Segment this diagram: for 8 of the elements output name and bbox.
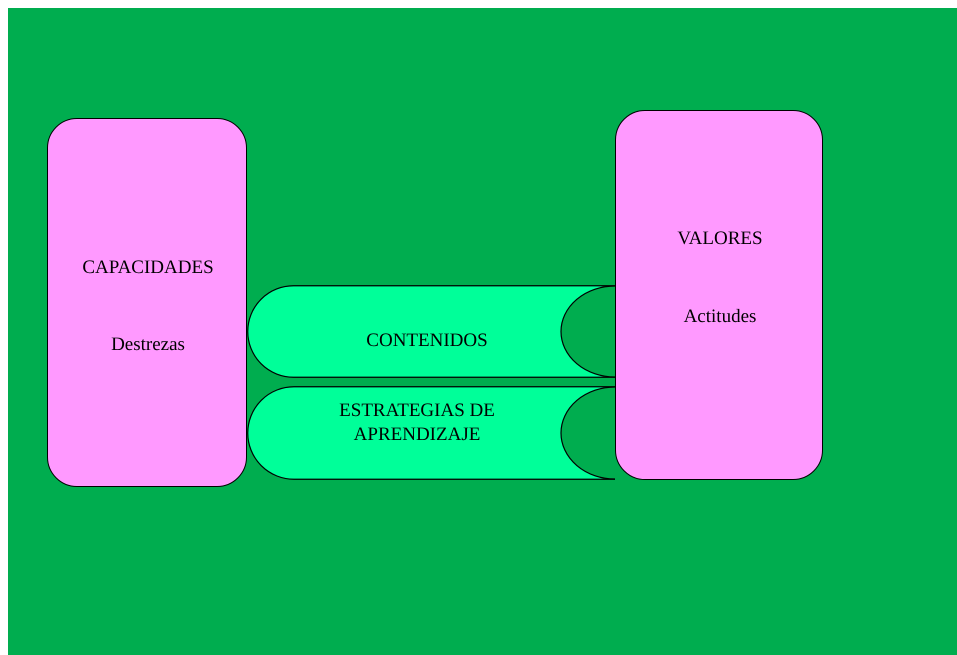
rounded-box bbox=[615, 110, 823, 480]
rounded-box bbox=[47, 118, 247, 487]
node-subtitle: Actitudes bbox=[682, 305, 758, 329]
node-title: VALORES bbox=[676, 227, 764, 251]
node-title: CONTENIDOS bbox=[365, 329, 489, 353]
node-title: CAPACIDADES bbox=[81, 256, 215, 280]
node-subtitle: Destrezas bbox=[110, 333, 186, 357]
node-title: ESTRATEGIAS DE APRENDIZAJE bbox=[338, 399, 496, 447]
